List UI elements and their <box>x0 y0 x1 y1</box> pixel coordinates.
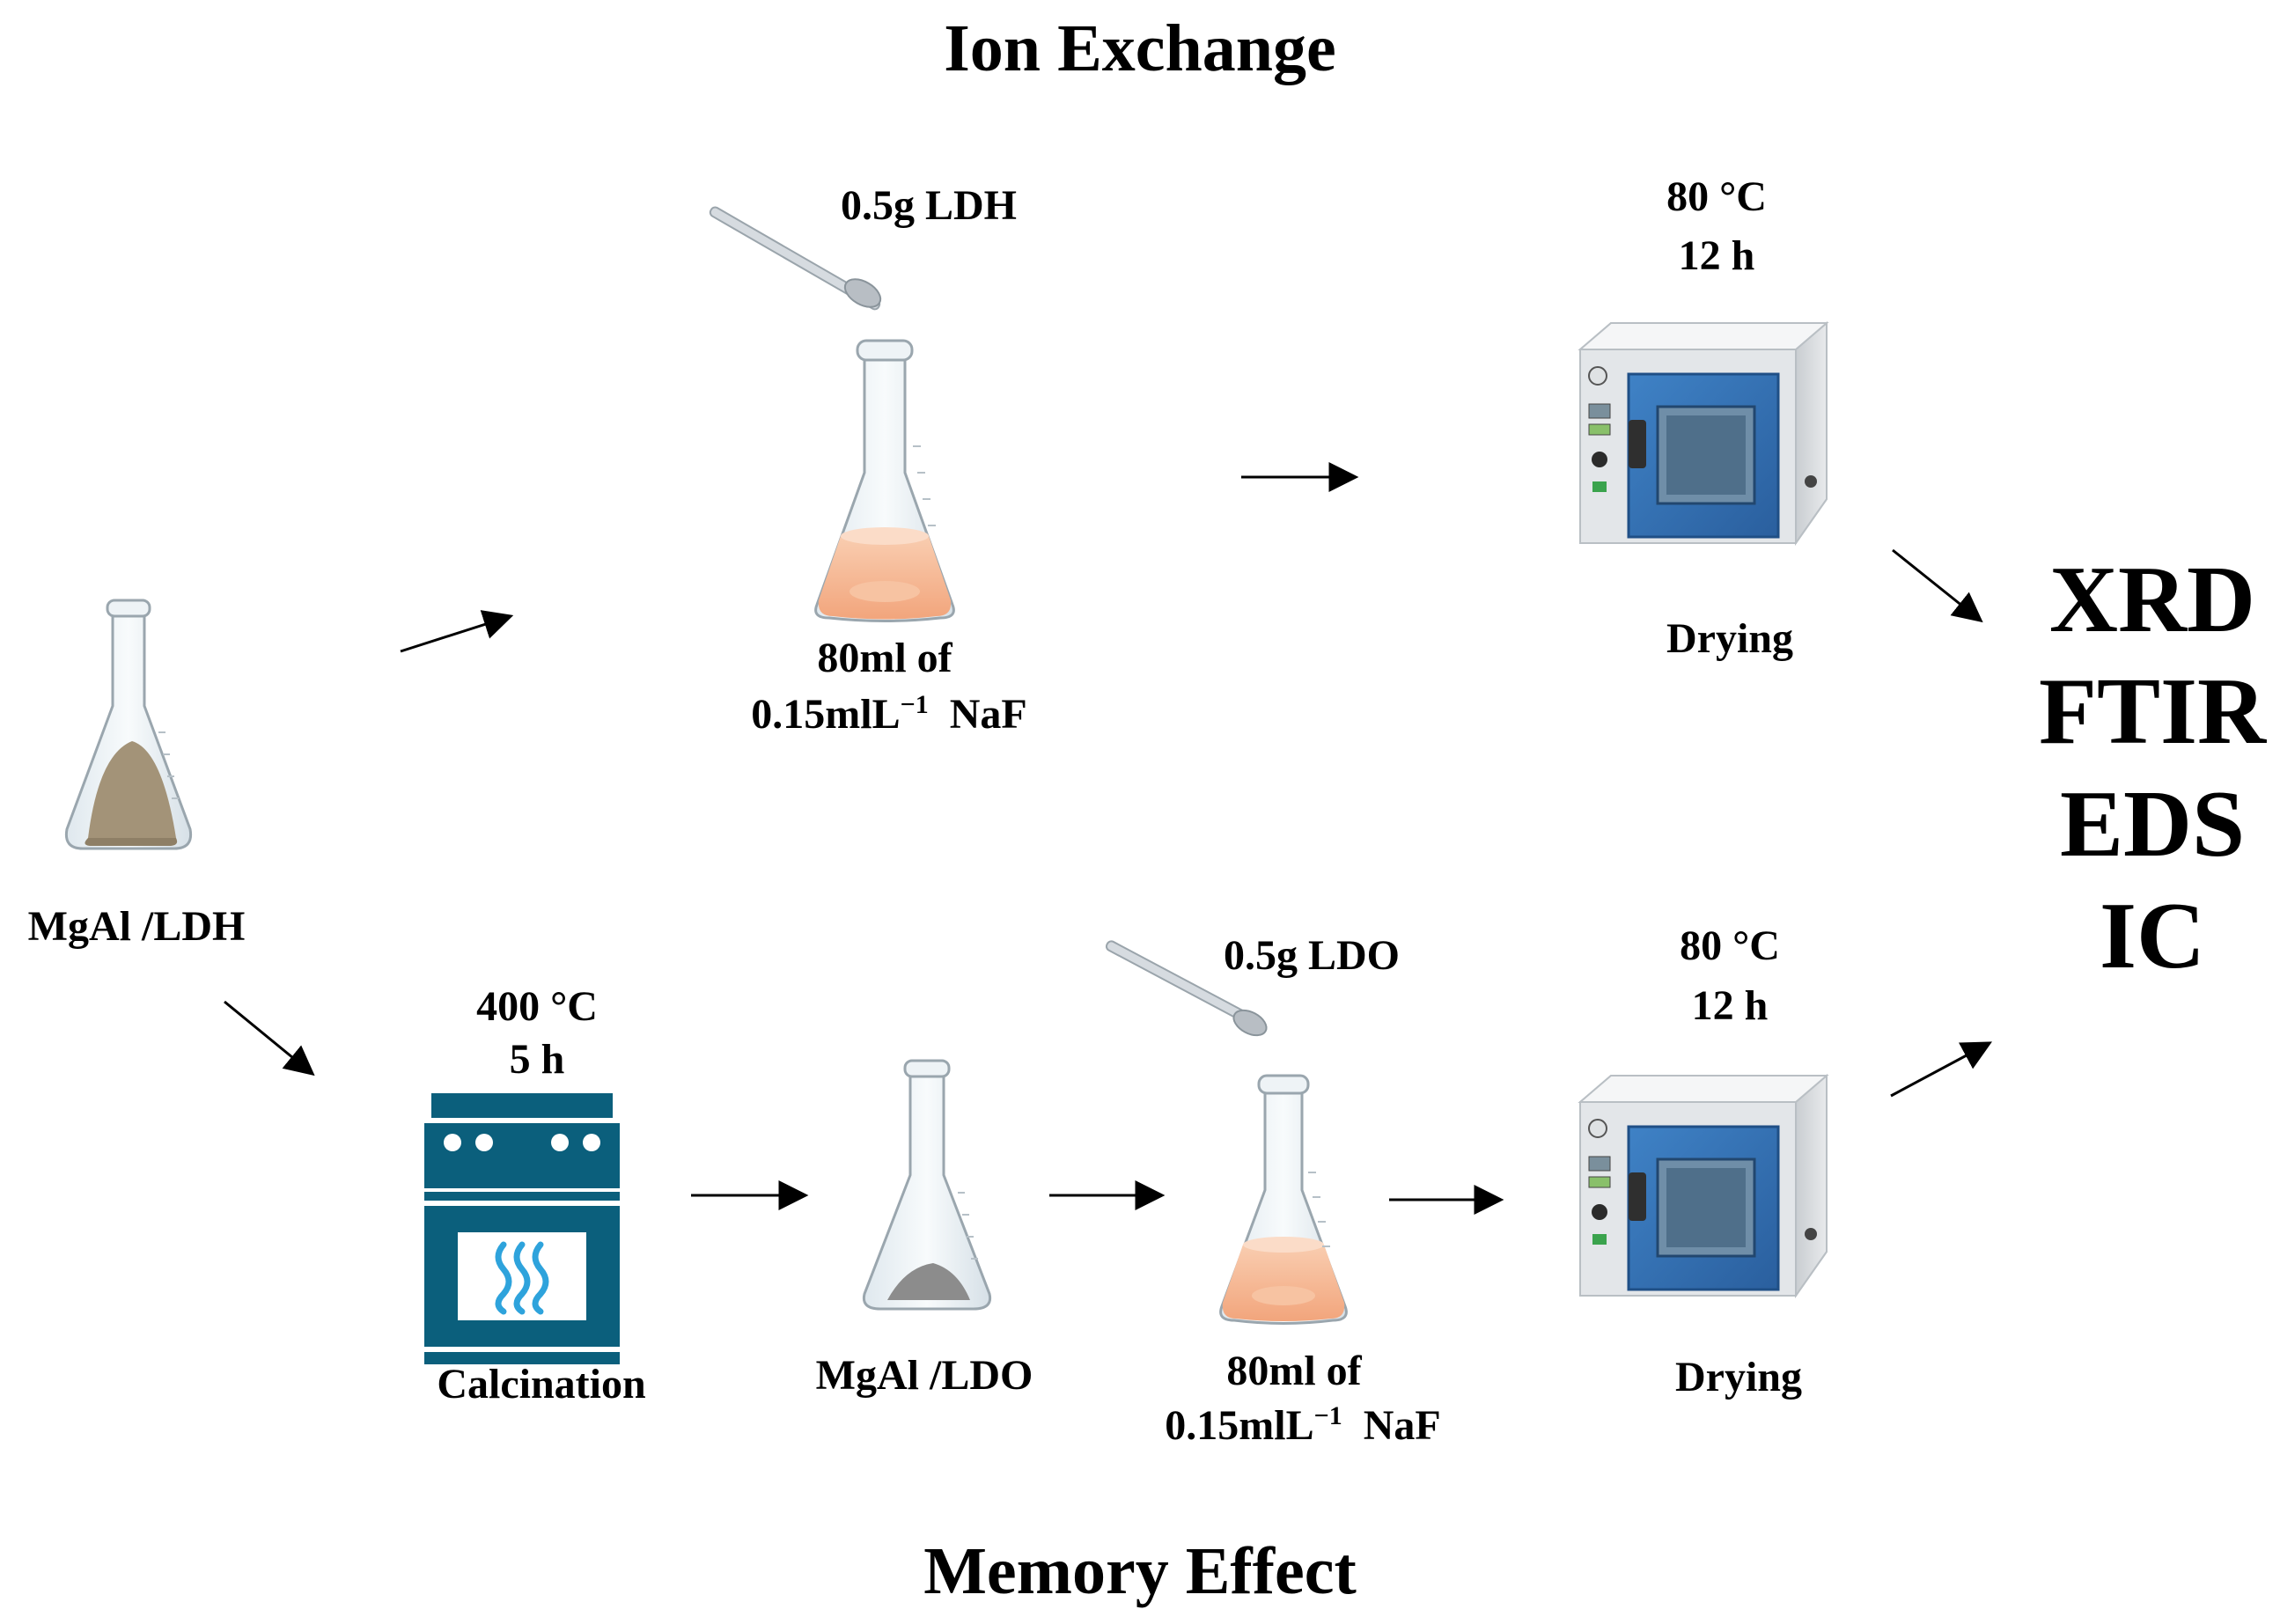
spatula-bottom-icon <box>1105 940 1268 1037</box>
method-xrd: XRD <box>2049 547 2255 652</box>
method-eds: EDS <box>2059 771 2246 877</box>
spatula-top-icon <box>709 206 882 311</box>
label-solution-top-line2: 0.15mlL−1 NaF <box>704 690 1074 739</box>
label-spatula-ldo: 0.5g LDO <box>1223 932 1400 979</box>
arrow-oven-bottom-to-methods <box>1890 1041 1992 1098</box>
title-memory-effect: Memory Effect <box>923 1534 1357 1608</box>
method-ftir: FTIR <box>2038 659 2267 765</box>
label-spatula-ldh: 0.5g LDH <box>840 182 1017 229</box>
flask-ldo-icon <box>862 1059 992 1311</box>
flask-solution-bottom-icon <box>1219 1074 1348 1325</box>
solution-bottom-salt: NaF <box>1363 1402 1441 1449</box>
label-oven-bottom-time: 12 h <box>1691 982 1769 1029</box>
arrow-ldh-to-ion-exchange <box>400 610 514 653</box>
label-oven-top-temp: 80 °C <box>1666 173 1767 220</box>
label-calc-time: 5 h <box>509 1036 565 1083</box>
solution-top-salt: NaF <box>949 691 1027 738</box>
analysis-methods: XRD FTIR EDS IC <box>2025 544 2280 993</box>
title-ion-exchange: Ion Exchange <box>944 11 1336 85</box>
solution-top-concentration: 0.15mlL <box>751 691 901 738</box>
label-mgal-ldo: MgAl /LDO <box>815 1352 1033 1399</box>
drying-oven-top-icon <box>1578 320 1829 547</box>
arrow-ldh-to-calcination <box>224 1000 315 1077</box>
label-drying-top: Drying <box>1666 615 1793 662</box>
label-oven-bottom-temp: 80 °C <box>1680 922 1780 969</box>
label-mgal-ldh: MgAl /LDH <box>27 903 246 950</box>
label-calcination: Calcination <box>437 1361 646 1407</box>
label-drying-bottom: Drying <box>1675 1354 1802 1400</box>
flask-solution-top-icon <box>814 339 955 622</box>
solution-top-exponent: −1 <box>900 690 929 719</box>
method-ic: IC <box>2099 884 2206 989</box>
label-solution-bottom-line1: 80ml of <box>1226 1348 1362 1394</box>
drying-oven-bottom-icon <box>1578 1073 1829 1299</box>
flask-ldh-icon <box>64 599 193 850</box>
label-solution-top-line1: 80ml of <box>817 635 952 681</box>
label-solution-bottom-line2: 0.15mlL−1 NaF <box>1118 1401 1488 1450</box>
calcination-furnace-icon <box>424 1093 620 1364</box>
label-oven-top-time: 12 h <box>1678 232 1755 279</box>
solution-bottom-exponent: −1 <box>1313 1401 1342 1430</box>
arrow-oven-top-to-methods <box>1892 548 1983 623</box>
label-calc-temp: 400 °C <box>476 983 598 1030</box>
solution-bottom-concentration: 0.15mlL <box>1165 1402 1314 1449</box>
